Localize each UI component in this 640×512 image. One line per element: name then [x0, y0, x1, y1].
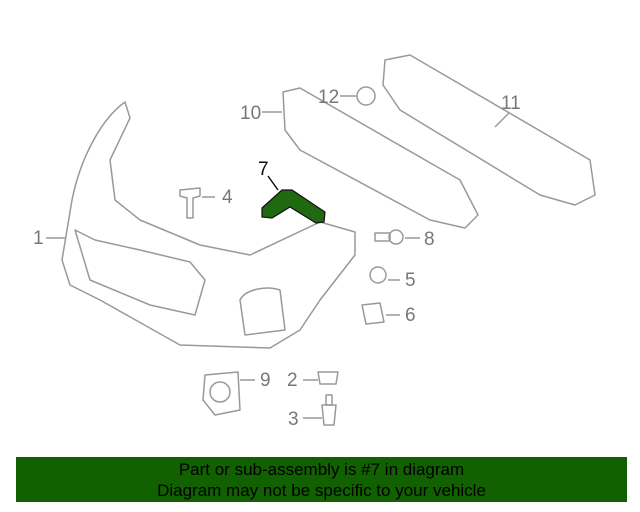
callout-11[interactable]: 11 — [501, 93, 521, 114]
callout-12[interactable]: 12 — [318, 87, 340, 108]
bumper-cover — [61, 101, 356, 349]
callout-4[interactable]: 4 — [222, 187, 233, 208]
callout-6[interactable]: 6 — [405, 305, 416, 326]
parts-diagram — [46, 54, 596, 426]
callout-10[interactable]: 10 — [240, 103, 262, 124]
callout-9[interactable]: 9 — [260, 370, 271, 391]
info-banner: Part or sub-assembly is #7 in diagram Di… — [16, 457, 627, 502]
banner-line-2: Diagram may not be specific to your vehi… — [157, 481, 486, 500]
callout-3[interactable]: 3 — [288, 409, 299, 430]
reinforcement-10 — [282, 87, 479, 229]
callout-2[interactable]: 2 — [287, 370, 298, 391]
callout-7[interactable]: 7 — [258, 159, 269, 180]
callout-5[interactable]: 5 — [405, 270, 416, 291]
part-7-bracket[interactable] — [261, 175, 326, 224]
reinforcement-11 — [382, 54, 596, 206]
banner-line-1: Part or sub-assembly is #7 in diagram — [178, 460, 465, 479]
callout-8[interactable]: 8 — [424, 229, 435, 250]
callout-1[interactable]: 1 — [33, 228, 44, 249]
